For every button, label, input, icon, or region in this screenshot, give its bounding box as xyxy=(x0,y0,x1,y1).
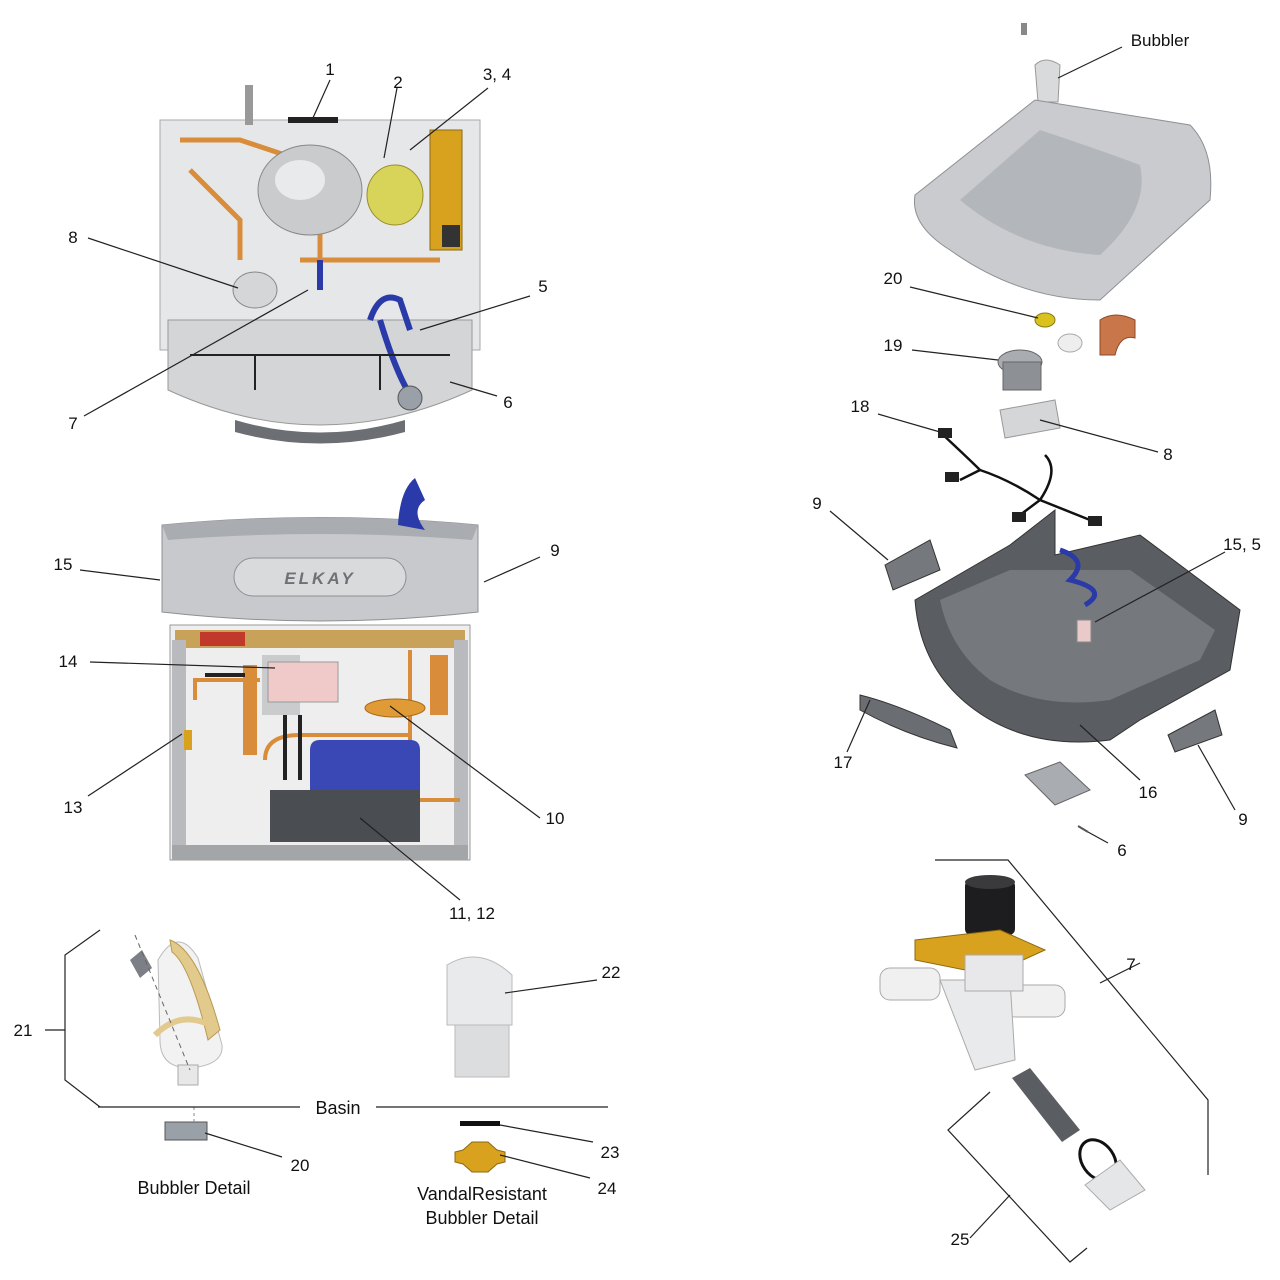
callout-9-front: 9 xyxy=(550,541,559,560)
callout-6-top: 6 xyxy=(503,393,512,412)
callout-16: 16 xyxy=(1139,783,1158,802)
callout-bubbler: Bubbler xyxy=(1131,31,1190,50)
callout-10: 10 xyxy=(546,809,565,828)
callout-5-top: 5 xyxy=(538,277,547,296)
callout-9-exploded-left: 9 xyxy=(812,494,821,513)
front-view-assembly xyxy=(161,478,479,861)
callout-13: 13 xyxy=(64,798,83,817)
callout-8-exploded: 8 xyxy=(1163,445,1172,464)
basin-caption: Basin xyxy=(315,1098,360,1118)
exploded-view xyxy=(859,23,1241,833)
callout-18: 18 xyxy=(851,397,870,416)
solenoid-valve-detail xyxy=(879,875,1146,1211)
callout-22: 22 xyxy=(602,963,621,982)
callout-17: 17 xyxy=(834,753,853,772)
callout-6-exploded: 6 xyxy=(1117,841,1126,860)
callout-3-4: 3, 4 xyxy=(483,65,511,84)
callout-24: 24 xyxy=(598,1179,617,1198)
callout-15-5: 15, 5 xyxy=(1223,535,1261,554)
callout-7-valve: 7 xyxy=(1126,955,1135,974)
callout-25: 25 xyxy=(951,1230,970,1249)
bubbler-detail-caption: Bubbler Detail xyxy=(137,1178,250,1198)
callout-9-exploded-right: 9 xyxy=(1238,810,1247,829)
callout-23: 23 xyxy=(601,1143,620,1162)
callout-2: 2 xyxy=(393,73,402,92)
callout-20-exploded: 20 xyxy=(884,269,903,288)
callout-20-bubbler: 20 xyxy=(291,1156,310,1175)
callout-14: 14 xyxy=(59,652,78,671)
vandal-resistant-caption-line1: VandalResistant xyxy=(417,1184,547,1204)
callout-1: 1 xyxy=(325,60,334,79)
callout-15-front: 15 xyxy=(54,555,73,574)
bubbler-detail-drawing xyxy=(130,934,513,1173)
top-view-assembly xyxy=(159,85,481,444)
callout-19: 19 xyxy=(884,336,903,355)
callout-21: 21 xyxy=(14,1021,33,1040)
elkay-logo: ELKAY xyxy=(284,569,355,588)
callout-7-top: 7 xyxy=(68,414,77,433)
callout-11-12: 11, 12 xyxy=(449,904,495,923)
callout-8-top: 8 xyxy=(68,228,77,247)
vandal-resistant-caption-line2: Bubbler Detail xyxy=(425,1208,538,1228)
